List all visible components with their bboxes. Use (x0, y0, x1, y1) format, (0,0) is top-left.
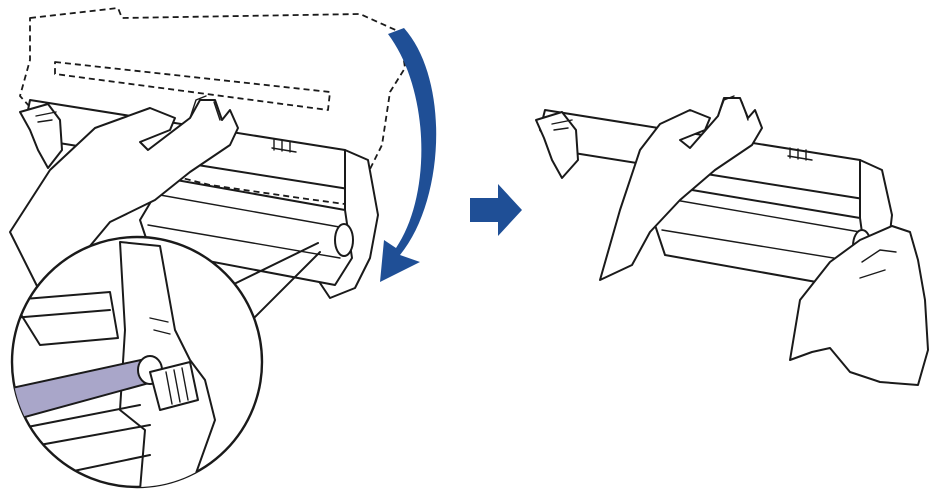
right-drum-line-1 (661, 229, 859, 263)
detail-frame-marks (149, 317, 171, 335)
magnified-detail (10, 235, 264, 489)
step-arrow-icon (470, 184, 522, 236)
drum-frame-left-end (19, 103, 63, 169)
finger-lines (189, 95, 221, 121)
right-finger-lines (717, 95, 749, 121)
left-hand (9, 99, 239, 293)
detail-window-line (12, 309, 111, 319)
drum-body (139, 177, 353, 286)
callout-line-top (231, 242, 319, 286)
rotation-arrow-icon (380, 28, 437, 282)
right-frame-grip-marks (787, 147, 813, 161)
right-left-hand (599, 97, 763, 281)
right-hand-finger-lines (859, 249, 897, 279)
right-drum-line-2 (674, 199, 861, 233)
detail-gear-teeth (165, 367, 189, 405)
drum-roller-end (334, 223, 354, 257)
right-left-latch-marks (551, 119, 573, 131)
drum-line-1 (147, 224, 341, 259)
frame-grip-marks (271, 139, 297, 153)
drum-line-2 (159, 194, 346, 229)
detail-window (12, 291, 119, 346)
left-step-drawing (9, 7, 437, 489)
toner-handle-dashed-outline (54, 61, 331, 111)
detail-frame-end (119, 241, 216, 487)
left-latch-marks (35, 111, 57, 123)
callout-line-bottom (249, 251, 321, 323)
detail-gear-block (149, 361, 199, 411)
right-step-drawing (535, 95, 929, 386)
right-right-hand (789, 225, 929, 386)
